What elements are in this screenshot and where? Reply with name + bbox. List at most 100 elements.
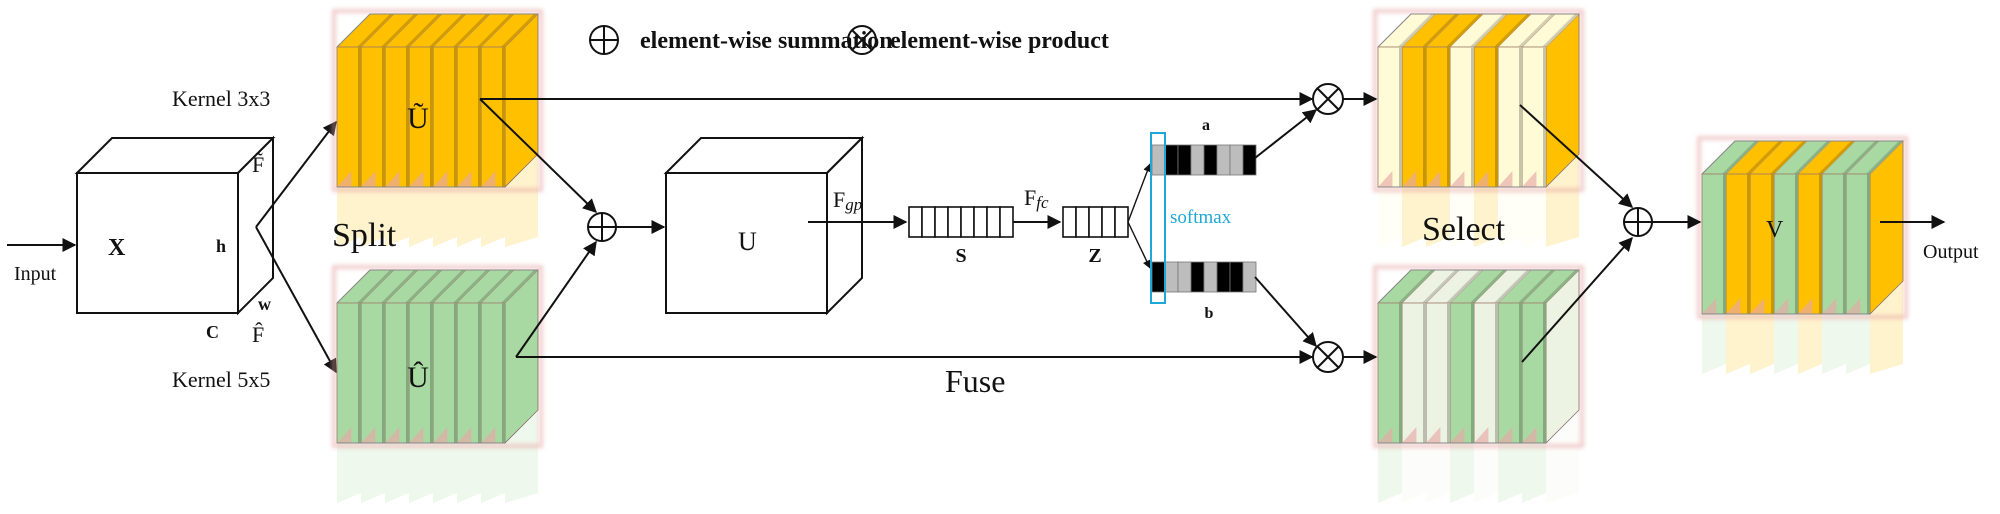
select-bottom-slice-group-reflection-slice xyxy=(1402,443,1426,503)
input-label: Input xyxy=(14,263,57,285)
u-hat-slice-group-slice xyxy=(384,269,443,444)
u-hat-slice-group-slice xyxy=(360,269,419,444)
vector-a-cell xyxy=(1216,144,1231,176)
v-slice-group-slice xyxy=(1821,140,1880,315)
u-hat-slice-group-reflection xyxy=(337,410,538,503)
u-tilde-slice-group-reflection-slice xyxy=(505,154,538,247)
vector-s-cell xyxy=(934,206,949,238)
u-tilde-slice-group-reflection-slice xyxy=(337,187,361,247)
u-hat-slice-group-reflection-slice xyxy=(361,443,385,503)
stack-select-top xyxy=(1373,9,1584,247)
select-bottom-slice-group-slice xyxy=(1473,269,1532,444)
u-label: U xyxy=(738,227,757,256)
u-tilde-label: Ũ xyxy=(407,102,429,135)
select-top-slice-group-reflection-slice xyxy=(1402,187,1426,247)
u-tilde-slice-group-slice xyxy=(336,13,395,188)
vector-b-cell xyxy=(1203,261,1218,293)
split-label: Split xyxy=(332,217,397,254)
v-slice-group-reflection-slice xyxy=(1726,314,1750,374)
select-top-slice-group-reflection-slice xyxy=(1498,187,1522,247)
s-label: S xyxy=(955,245,966,267)
select-bottom-slice-group-reflection-slice xyxy=(1450,443,1474,503)
u-hat-slice-group-reflection-slice xyxy=(481,443,505,503)
v-slice-group-reflection-slice xyxy=(1822,314,1846,374)
v-slice-group-reflection-slice xyxy=(1798,314,1822,374)
u-hat-slice-group-reflection-slice xyxy=(505,410,538,503)
select-bottom-to-sum-arrow xyxy=(1521,236,1633,363)
u-hat-slice-group-reflection-slice xyxy=(337,443,361,503)
u-hat-slice-group-slice xyxy=(432,269,491,444)
u-hat-to-sum-arrow xyxy=(515,240,597,358)
w-label: w xyxy=(258,294,271,314)
f-hat-label: F̂ xyxy=(252,322,264,347)
select-top-slice-group-reflection-slice xyxy=(1522,187,1546,247)
u-tilde-slice-group-halo xyxy=(332,9,543,192)
vector-a-cell xyxy=(1177,144,1192,176)
select-top-slice-group-reflection-slice xyxy=(1378,187,1402,247)
vector-a-cell xyxy=(1229,144,1244,176)
vector-s-cell xyxy=(973,206,988,238)
u-tilde-slice-group-slice xyxy=(408,13,467,188)
sum-node-1 xyxy=(587,212,617,242)
product-legend-icon xyxy=(847,25,877,55)
u-tilde-slice-group-reflection xyxy=(337,154,538,247)
vector-b-cell xyxy=(1177,261,1192,293)
u-hat-slice-group-reflection-slice xyxy=(433,443,457,503)
v-slice-group-reflection-slice xyxy=(1702,314,1726,374)
f-tilde-label: F̃ xyxy=(252,152,264,177)
fgp-label: Fgp xyxy=(833,187,862,214)
vector-b-cell xyxy=(1190,261,1205,293)
u-tilde-slice-group-reflection-slice xyxy=(457,187,481,247)
select-top-slice-group-reflection-slice xyxy=(1426,187,1450,247)
v-slice-group-reflection-slice xyxy=(1870,281,1903,374)
u-tilde-to-sum-arrow xyxy=(479,98,598,213)
select-bottom-slice-group-slice xyxy=(1401,269,1460,444)
vector-z-cell xyxy=(1114,206,1129,238)
stack-select-bottom xyxy=(1373,265,1584,503)
vector-b-cell xyxy=(1242,261,1257,293)
b-to-product-arrow xyxy=(1254,276,1317,348)
select-top-slice-group-reflection-slice xyxy=(1474,187,1498,247)
vector-a-cell xyxy=(1242,144,1257,176)
z-to-b-arrow xyxy=(1127,221,1151,269)
output-label: Output xyxy=(1923,241,1979,263)
select-top-slice-group-reflection-slice xyxy=(1546,154,1579,247)
split-arrow-bottom xyxy=(255,226,337,374)
vector-b-cell xyxy=(1164,261,1179,293)
fused-tensor-u xyxy=(663,135,865,316)
select-top-slice-group-slice xyxy=(1473,13,1532,188)
legend: element-wise summation element-wise prod… xyxy=(589,25,1109,55)
select-bottom-slice-group-reflection xyxy=(1378,410,1579,503)
stack-u-hat xyxy=(332,265,543,503)
softmax-label: softmax xyxy=(1170,207,1232,228)
v-slice-group-slice xyxy=(1701,140,1760,315)
ffc-label: Ffc xyxy=(1024,185,1049,212)
sum-node-2 xyxy=(1623,207,1653,237)
u-hat-slice-group-reflection-slice xyxy=(457,443,481,503)
u-hat-slice-group-slice xyxy=(456,269,515,444)
select-top-slice-group-slice xyxy=(1521,13,1580,188)
select-top-slice-group-slice xyxy=(1497,13,1556,188)
v-slice-group-reflection-slice xyxy=(1750,314,1774,374)
kernel-3x3-label: Kernel 3x3 xyxy=(172,86,270,111)
product-node-top xyxy=(1312,83,1344,115)
stack-u-tilde xyxy=(332,9,543,247)
select-top-slice-group-reflection xyxy=(1378,154,1579,247)
select-top-slice-group-reflection-slice xyxy=(1450,187,1474,247)
select-bottom-slice-group-reflection-slice xyxy=(1522,443,1546,503)
vector-s-cell xyxy=(960,206,975,238)
ffc-sub: fc xyxy=(1036,193,1049,212)
select-bottom-slice-group-slice xyxy=(1521,269,1580,444)
vector-s-cell xyxy=(947,206,962,238)
u-tilde-slice-group-reflection-slice xyxy=(481,187,505,247)
u-hat-label: Û xyxy=(407,361,429,394)
h-label: h xyxy=(216,236,226,256)
u-tilde-slice-group-reflection-slice xyxy=(433,187,457,247)
v-label: V xyxy=(1766,217,1784,243)
v-slice-group-reflection xyxy=(1702,281,1903,374)
vector-z-cell xyxy=(1075,206,1090,238)
vector-s-cell xyxy=(999,206,1014,238)
vector-z-cell xyxy=(1101,206,1116,238)
u-tilde-slice-group-reflection-slice xyxy=(409,187,433,247)
